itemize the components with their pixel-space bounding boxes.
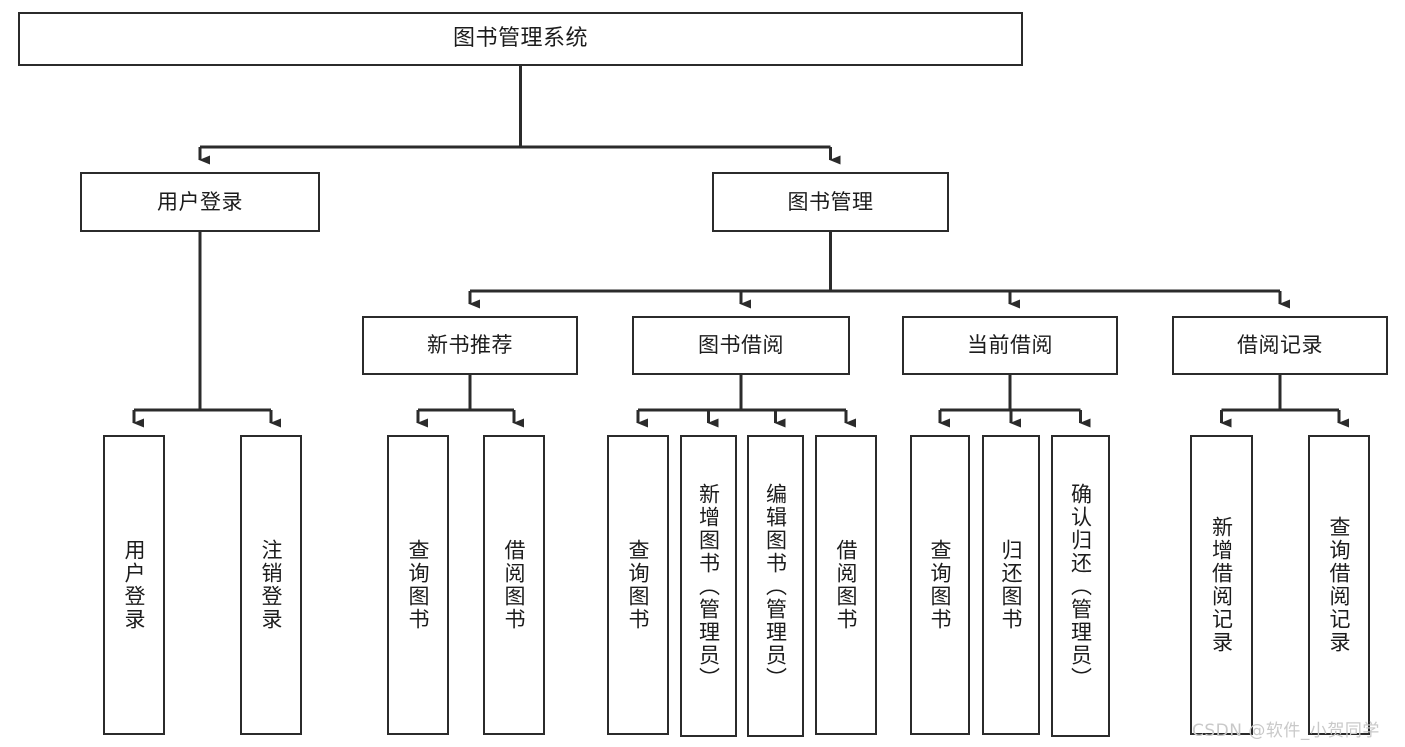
node-label: 新增图书（管理员） [696, 482, 721, 690]
node-leaf-user-login[interactable]: 用户登录 [103, 435, 165, 735]
node-new-book-rec[interactable]: 新书推荐 [362, 316, 578, 375]
node-label: 借阅图书 [502, 539, 527, 631]
node-leaf-confirm[interactable]: 确认归还（管理员） [1051, 435, 1110, 737]
node-label: 查询图书 [928, 539, 953, 631]
node-label: 新增借阅记录 [1209, 516, 1234, 654]
node-leaf-query-rec[interactable]: 查询借阅记录 [1308, 435, 1370, 735]
node-leaf-add-rec[interactable]: 新增借阅记录 [1190, 435, 1253, 735]
node-label: 用户登录 [157, 189, 243, 214]
node-borrow-record[interactable]: 借阅记录 [1172, 316, 1388, 375]
node-leaf-query-2[interactable]: 查询图书 [607, 435, 669, 735]
node-leaf-query-3[interactable]: 查询图书 [910, 435, 970, 735]
node-label: 借阅图书 [834, 539, 859, 631]
node-leaf-borrow-1[interactable]: 借阅图书 [483, 435, 545, 735]
csdn-watermark: CSDN @软件_小贺同学 [1192, 721, 1380, 741]
node-label: 图书管理 [787, 189, 874, 214]
node-label: 查询借阅记录 [1327, 516, 1352, 654]
node-label: 编辑图书（管理员） [763, 482, 788, 690]
node-leaf-borrow-2[interactable]: 借阅图书 [815, 435, 877, 735]
node-root[interactable]: 图书管理系统 [18, 12, 1023, 66]
node-label: 确认归还（管理员） [1068, 482, 1093, 690]
node-label: 图书管理系统 [452, 26, 588, 52]
node-label: 借阅记录 [1237, 333, 1323, 358]
node-leaf-query-1[interactable]: 查询图书 [387, 435, 449, 735]
node-user-login[interactable]: 用户登录 [80, 172, 320, 232]
node-label: 用户登录 [122, 539, 147, 631]
node-leaf-add-book[interactable]: 新增图书（管理员） [680, 435, 737, 737]
node-label: 注销登录 [259, 539, 284, 631]
node-leaf-edit-book[interactable]: 编辑图书（管理员） [747, 435, 804, 737]
node-label: 归还图书 [999, 539, 1024, 631]
node-book-mgmt[interactable]: 图书管理 [712, 172, 949, 232]
node-label: 查询图书 [626, 539, 651, 631]
node-book-borrow[interactable]: 图书借阅 [632, 316, 850, 375]
node-leaf-logout[interactable]: 注销登录 [240, 435, 302, 735]
node-label: 新书推荐 [427, 333, 513, 358]
node-label: 当前借阅 [967, 333, 1053, 358]
node-label: 查询图书 [406, 539, 431, 631]
node-current-borrow[interactable]: 当前借阅 [902, 316, 1118, 375]
node-leaf-return[interactable]: 归还图书 [982, 435, 1040, 735]
node-label: 图书借阅 [698, 333, 784, 358]
